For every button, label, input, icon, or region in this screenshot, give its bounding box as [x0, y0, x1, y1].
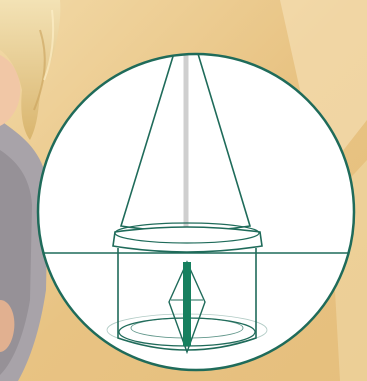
diagram-circle [38, 54, 354, 370]
green-rod [183, 262, 191, 346]
